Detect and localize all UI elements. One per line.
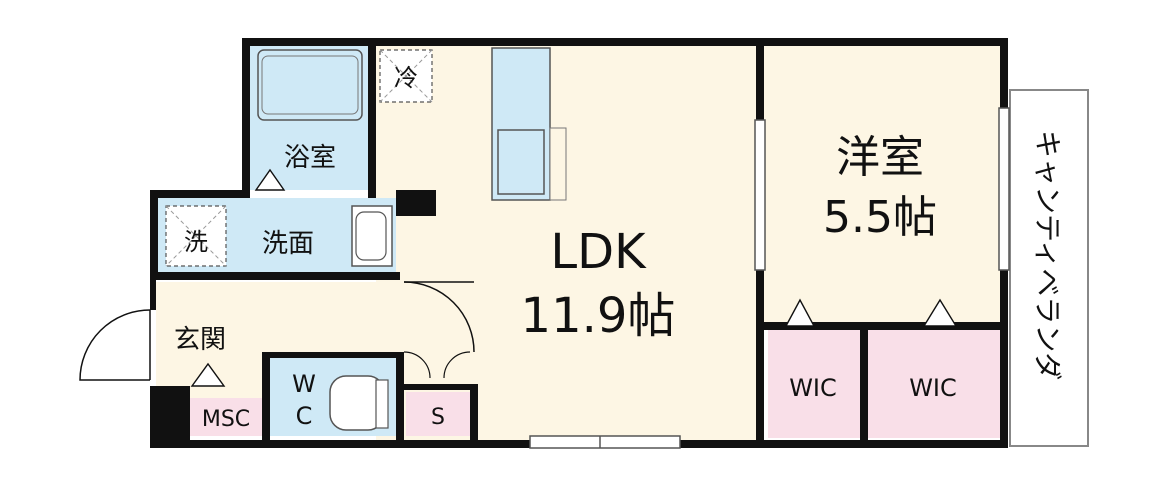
wc-w-label: W [292,370,316,398]
wic-right-floor [866,330,1000,438]
entrance-door-swing [79,309,151,381]
bath-label: 浴室 [284,143,336,173]
window-bottom [529,435,681,449]
ldk-floor [376,44,762,442]
msc-floor [190,398,262,436]
sliding-door-western [754,119,766,271]
western-size: 5.5帖 [823,192,937,243]
wc-c-label: C [296,402,313,430]
entrance-label: 玄関 [174,325,226,355]
veranda-label: キャンティベランダ [1031,130,1064,380]
western-floor [762,44,1002,328]
ldk-size: 11.9帖 [521,288,676,344]
window-veranda [998,107,1010,271]
msc-label: MSC [202,407,250,432]
western-name: 洋室 [836,132,924,183]
storage-floor [406,392,470,436]
storage-label: S [431,405,445,430]
wic-right-label: WIC [909,374,957,402]
wic-left-label: WIC [789,374,837,402]
wic-left-floor [768,330,860,438]
fridge-label: 冷 [394,64,418,92]
veranda-area [1009,89,1089,447]
washer-label: 洗 [184,228,208,256]
ldk-name: LDK [550,224,647,280]
bathtub [257,49,363,121]
washroom-label: 洗面 [262,229,314,259]
